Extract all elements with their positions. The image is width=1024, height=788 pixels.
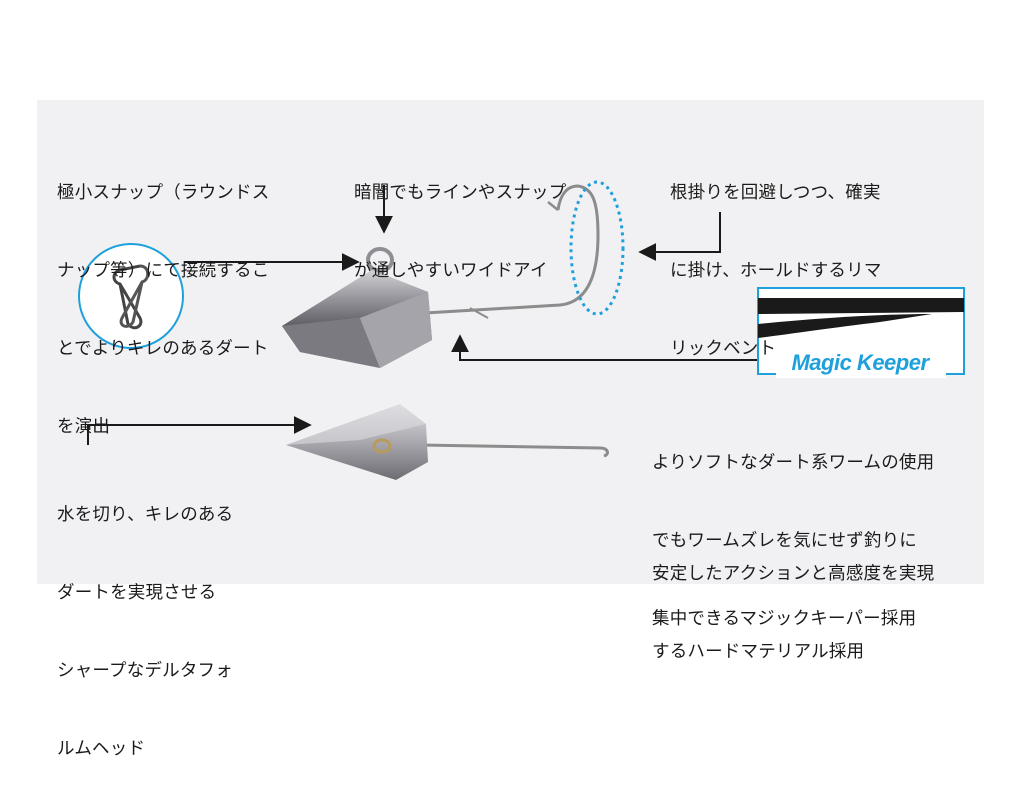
- material-annotation: 安定したアクションと高感度を実現 するハードマテリアル採用: [652, 564, 935, 662]
- eye-annotation: 暗闇でもラインやスナップ が通しやすいワイドアイ: [354, 183, 567, 281]
- magic-keeper-icon: [757, 287, 965, 378]
- snap-swivel-icon: [78, 243, 184, 349]
- head-shape-annotation: 水を切り、キレのある ダートを実現させる シャープなデルタフォ ルムヘッド: [57, 505, 234, 759]
- jighead-bottom-image: [286, 404, 609, 480]
- hook-bend-annotation: 根掛りを回避しつつ、確実 に掛け、ホールドするリマ リックベント: [670, 183, 882, 359]
- snap-annotation: 極小スナップ（ラウンドス ナップ等）にて接続するこ とでよりキレのあるダート を…: [57, 183, 270, 437]
- magic-keeper-label: Magic Keeper: [791, 350, 929, 375]
- diagram-artwork: [78, 180, 965, 480]
- keeper-annotation: よりソフトなダート系ワームの使用 でもワームズレを気にせず釣りに 集中できるマジ…: [652, 453, 935, 629]
- jighead-top-image: [282, 180, 625, 368]
- leader-lines: [87, 185, 780, 445]
